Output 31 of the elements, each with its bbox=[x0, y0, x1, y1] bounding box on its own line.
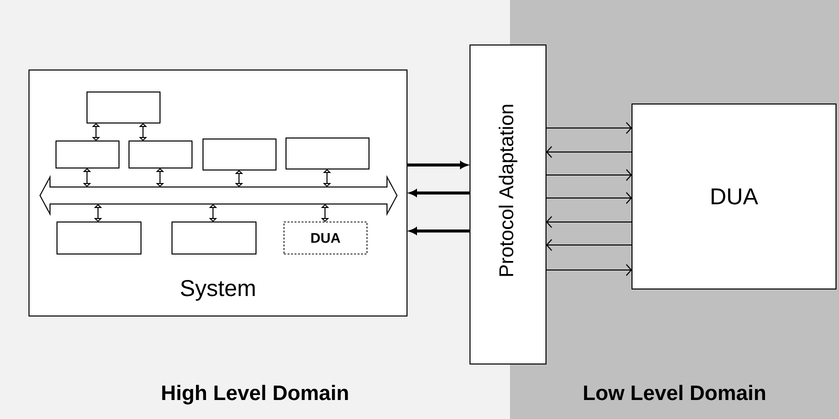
dut-box: DUA bbox=[284, 222, 368, 254]
arrow bbox=[546, 239, 632, 251]
arrow bbox=[322, 169, 332, 187]
arrow bbox=[546, 169, 632, 181]
arrow bbox=[92, 123, 100, 141]
arrow bbox=[208, 204, 218, 222]
block-box bbox=[86, 92, 160, 124]
block-box bbox=[202, 138, 276, 170]
domain-label: Low Level Domain bbox=[584, 384, 766, 400]
arrow bbox=[546, 216, 632, 228]
arrow bbox=[546, 192, 632, 204]
block-box bbox=[128, 140, 192, 168]
block-box bbox=[56, 140, 120, 168]
adapter-box: Protocol Adaptation bbox=[470, 44, 546, 364]
arrow bbox=[94, 204, 102, 222]
arrow bbox=[546, 264, 632, 276]
device-box: DUA bbox=[632, 104, 836, 290]
arrow bbox=[320, 204, 330, 222]
arrow bbox=[546, 146, 632, 158]
block-box bbox=[172, 222, 256, 254]
arrow bbox=[410, 227, 470, 235]
arrow bbox=[234, 170, 244, 187]
arrow bbox=[546, 122, 632, 134]
block-box bbox=[56, 222, 142, 254]
arrow bbox=[410, 189, 470, 197]
arrow bbox=[156, 168, 164, 187]
block-box bbox=[286, 138, 370, 170]
arrow bbox=[82, 168, 92, 187]
arrow bbox=[407, 161, 468, 169]
domain-label: High Level Domain bbox=[162, 384, 348, 404]
arrow bbox=[138, 123, 148, 141]
